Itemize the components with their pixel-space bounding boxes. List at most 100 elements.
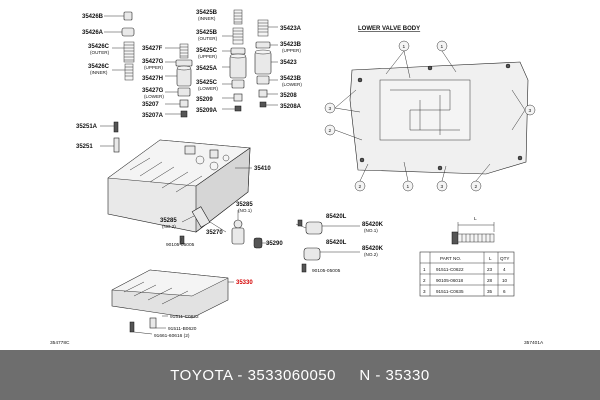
- label-35425c-upper[interactable]: 35425C: [196, 48, 218, 54]
- table-cell-l: 23: [487, 267, 493, 272]
- parts-diagram: 35426B 35426A 35426C (OUTER) 35426C (INN…: [50, 9, 544, 346]
- label-91511-c0622[interactable]: 91511-C0622: [170, 314, 199, 320]
- table-cell-l: 35: [487, 289, 493, 294]
- part-labels: 35426B 35426A 35426C (OUTER) 35426C (INN…: [50, 10, 544, 346]
- label-85420k-no1-sub: (NO.1): [364, 228, 378, 233]
- bolt-table: [419, 251, 515, 297]
- spring-35426c-inner: [124, 63, 134, 81]
- label-35425b-inner[interactable]: 35425B: [196, 10, 218, 16]
- label-35423b-lower[interactable]: 35423B: [280, 76, 302, 82]
- callout-number: 3: [529, 108, 532, 114]
- label-lower-valve-body: LOWER VALVE BODY: [358, 26, 420, 32]
- label-35251a[interactable]: 35251A: [76, 124, 98, 130]
- label-35423b-upper-sub: (UPPER): [282, 48, 301, 53]
- label-90105-05005-left[interactable]: 90105-05005: [166, 242, 195, 248]
- label-85420k-no2-sub: (NO.2): [364, 252, 378, 257]
- table-cell-qty: 6: [503, 289, 506, 294]
- label-35427g-upper[interactable]: 35427G: [142, 59, 164, 65]
- label-35209[interactable]: 35209: [196, 97, 213, 103]
- footer-part-number-text: TOYOTA - 3533060050 N - 35330: [170, 366, 430, 384]
- label-35426c-outer[interactable]: 35426C: [88, 44, 110, 50]
- bolt-illustration: [451, 222, 495, 245]
- part-number-footer: TOYOTA - 3533060050 N - 35330: [0, 350, 600, 400]
- label-35209a[interactable]: 35209A: [196, 108, 218, 114]
- label-35427h[interactable]: 35427H: [142, 76, 163, 82]
- table-header-l: L: [489, 256, 492, 261]
- label-35423b-lower-sub: (LOWER): [282, 82, 302, 87]
- label-85420k-no1[interactable]: 85420K: [362, 222, 384, 228]
- label-35425c-lower[interactable]: 35425C: [196, 80, 218, 86]
- callout-number: 2: [329, 128, 332, 134]
- label-35427f[interactable]: 35427F: [142, 46, 163, 52]
- ref-code-left: 354778C: [50, 340, 70, 346]
- label-35426a[interactable]: 35426A: [82, 30, 104, 36]
- label-35426c-inner[interactable]: 35426C: [88, 64, 110, 70]
- label-35207[interactable]: 35207: [142, 102, 159, 108]
- sensors-85420k: [295, 219, 360, 273]
- label-91511-b0620[interactable]: 91511-B0620: [168, 326, 197, 332]
- label-90105-05005-right[interactable]: 90105-05005: [312, 268, 341, 274]
- table-cell-idx: 1: [423, 267, 426, 272]
- table-cell-part[interactable]: 90105-06018: [436, 278, 464, 283]
- callout-number: 1: [403, 44, 406, 50]
- label-35425c-lower-sub: (LOWER): [198, 86, 218, 91]
- solenoid-parts: [179, 206, 270, 249]
- label-35285-no2[interactable]: 35285: [160, 218, 177, 224]
- label-91661-60616[interactable]: 91661-60616 (2): [154, 333, 190, 339]
- label-35426c-inner-sub: (INNER): [90, 70, 108, 75]
- table-cell-idx: 2: [423, 278, 426, 283]
- callout-number: 3: [329, 106, 332, 112]
- label-85420l-bottom[interactable]: 85420L: [326, 240, 347, 246]
- label-35285-no1[interactable]: 35285: [236, 202, 253, 208]
- label-35423a[interactable]: 35423A: [280, 26, 302, 32]
- label-35425b-outer[interactable]: 35425B: [196, 30, 218, 36]
- label-35425c-upper-sub: (UPPER): [198, 54, 217, 59]
- label-35427g-lower-sub: (LOWER): [144, 94, 164, 99]
- bolt-table-text: PART NO. L QTY 1 91511-C0622 23 4 2 9010…: [423, 256, 509, 294]
- table-header-qty: QTY: [500, 256, 509, 261]
- lower-valve-body-inset: [324, 40, 536, 192]
- label-85420l-top[interactable]: 85420L: [326, 214, 347, 220]
- label-35427g-lower[interactable]: 35427G: [142, 88, 164, 94]
- label-35270[interactable]: 35270: [206, 230, 223, 236]
- label-35426b[interactable]: 35426B: [82, 14, 104, 20]
- label-35207a[interactable]: 35207A: [142, 113, 164, 119]
- label-35208[interactable]: 35208: [280, 93, 297, 99]
- ref-code-right: 357401A: [524, 340, 544, 346]
- label-35285-no2-sub: (NO.2): [162, 224, 176, 229]
- spring-35426c-outer: [123, 41, 135, 63]
- label-35208a[interactable]: 35208A: [280, 104, 302, 110]
- callout-number: 1: [441, 44, 444, 50]
- right-mid-part-stack: [254, 19, 278, 108]
- label-dim-l: L: [474, 216, 477, 222]
- mid-left-part-stack: [165, 43, 193, 118]
- table-cell-part[interactable]: 91511-C0635: [436, 289, 464, 294]
- table-cell-qty: 10: [502, 278, 508, 283]
- table-cell-part[interactable]: 91511-C0622: [436, 267, 464, 272]
- table-cell-qty: 4: [503, 267, 506, 272]
- table-header-part-no: PART NO.: [440, 256, 461, 261]
- valve-body-35410: [107, 139, 252, 233]
- label-35330-highlighted[interactable]: 35330: [236, 280, 253, 286]
- pins-35251: [100, 121, 120, 153]
- label-35425b-inner-sub: (INNER): [198, 16, 216, 21]
- oil-strainer-35330: [111, 269, 234, 335]
- left-part-stack: [104, 11, 135, 81]
- label-35410[interactable]: 35410: [254, 166, 271, 172]
- label-35423b-upper[interactable]: 35423B: [280, 42, 302, 48]
- callout-numbers: 1 1 3 2 3 2 1 3 2: [329, 44, 532, 190]
- callout-number: 3: [441, 184, 444, 190]
- label-35425b-outer-sub: (OUTER): [198, 36, 218, 41]
- table-cell-l: 28: [487, 278, 493, 283]
- label-35285-no1-sub: (NO.1): [238, 208, 252, 213]
- callout-number: 1: [407, 184, 410, 190]
- callout-number: 2: [475, 184, 478, 190]
- label-35425a[interactable]: 35425A: [196, 66, 218, 72]
- label-35251[interactable]: 35251: [76, 144, 93, 150]
- table-cell-idx: 3: [423, 289, 426, 294]
- mid-part-stack: [222, 9, 247, 112]
- label-35423[interactable]: 35423: [280, 60, 297, 66]
- label-35426c-outer-sub: (OUTER): [90, 50, 110, 55]
- label-35290[interactable]: 35290: [266, 241, 283, 247]
- label-85420k-no2[interactable]: 85420K: [362, 246, 384, 252]
